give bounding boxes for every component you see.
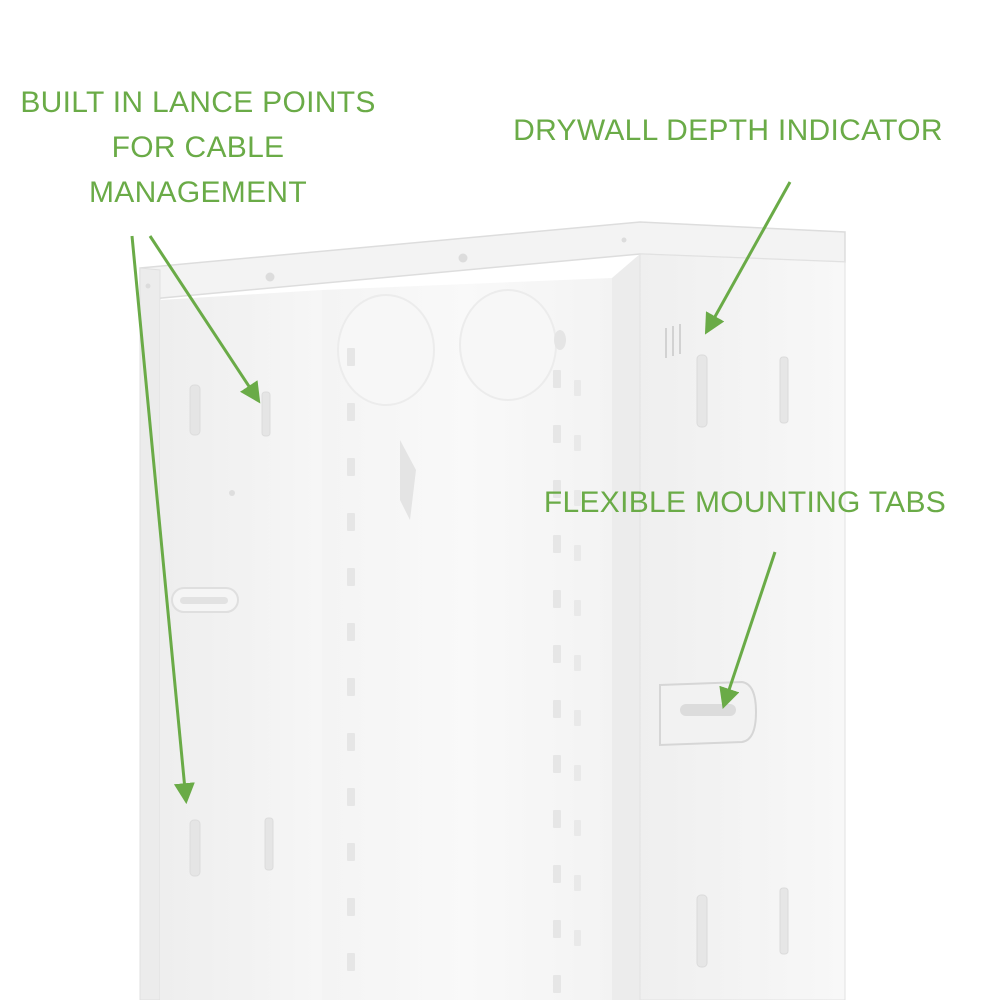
lance-points-line-1: BUILT IN LANCE POINTS bbox=[20, 86, 376, 119]
lance-points-line-3: MANAGEMENT bbox=[88, 176, 307, 209]
arrow-tabs bbox=[719, 551, 777, 709]
mounting-tabs-callout: FLEXIBLE MOUNTING TABS bbox=[543, 486, 947, 519]
enclosure-body bbox=[139, 221, 846, 1000]
callout-arrows bbox=[130, 181, 792, 805]
arrow-drywall bbox=[704, 181, 792, 335]
lance-points-callout: BUILT IN LANCE POINTS FOR CABLE MANAGEME… bbox=[18, 80, 378, 215]
arrow-lance-upper bbox=[148, 235, 261, 404]
arrow-lance-lower bbox=[130, 235, 195, 805]
drywall-depth-callout: DRYWALL DEPTH INDICATOR bbox=[513, 114, 943, 147]
lance-points-line-2: FOR CABLE bbox=[111, 131, 285, 164]
